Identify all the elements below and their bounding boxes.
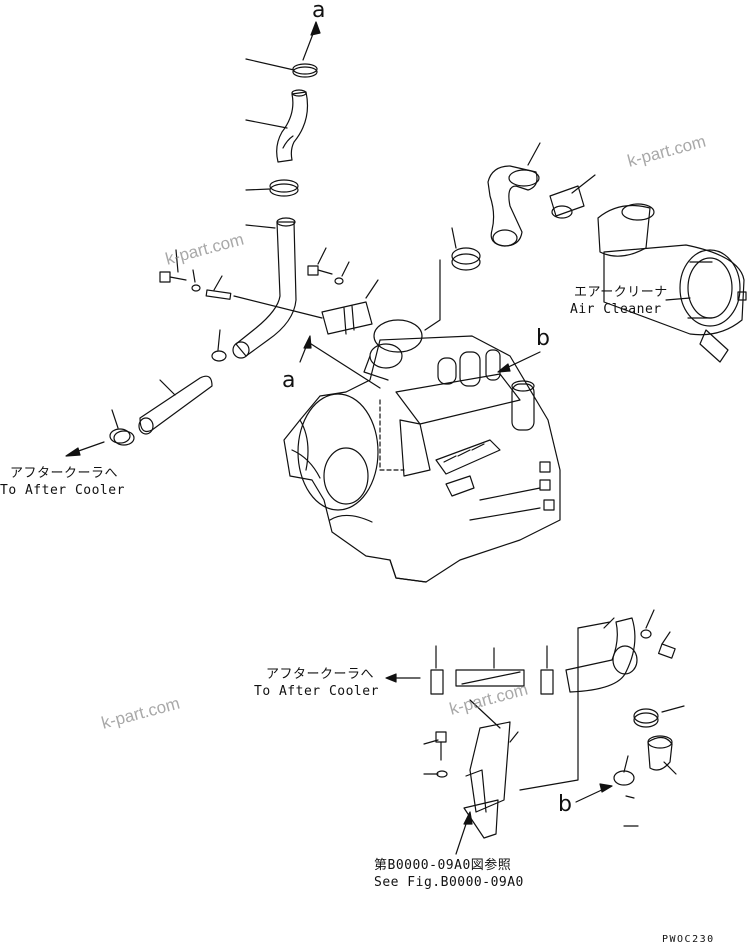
intake-pipe-long — [232, 217, 297, 359]
label-after-cooler-top-jp: アフタークーラへ — [10, 466, 119, 481]
label-after-cooler-top-en: To After Cooler — [0, 483, 125, 498]
hose-clamp-top — [245, 58, 318, 78]
ref-letter-a-engine: a — [282, 368, 296, 393]
label-after-cooler-bottom-jp: アフタークーラへ — [266, 667, 375, 682]
ref-letter-a-top: a — [312, 0, 326, 23]
ref-letter-b-engine: b — [536, 326, 550, 351]
elbow-hose-upper — [487, 142, 541, 247]
bracket-lower — [463, 699, 519, 839]
hose-clamp-lower — [109, 409, 135, 446]
hose-clamp-lower-right — [633, 705, 685, 728]
engine-assembly — [283, 319, 561, 583]
washer-left — [191, 269, 201, 292]
bolt-lower-left — [423, 731, 448, 778]
arrow-b-bottom — [575, 783, 613, 803]
arrow-b-engine — [497, 351, 541, 373]
bolt-left — [159, 249, 187, 283]
clamp-right-lower — [540, 645, 554, 695]
label-see-fig-en: See Fig.B0000-09A0 — [374, 875, 524, 890]
air-cleaner — [597, 203, 747, 363]
label-see-fig-jp: 第B0000-09A0図参照 — [374, 858, 512, 873]
drawing-code: PWOC230 — [662, 934, 715, 945]
arrow-see-fig — [455, 811, 473, 855]
hose-clamp-turbo — [424, 227, 481, 331]
arrow-to-after-cooler-top — [65, 441, 105, 457]
bolt-lower-right — [640, 609, 676, 659]
clamp-left-lower — [430, 645, 444, 695]
arrow-to-after-cooler-bottom — [385, 673, 421, 683]
stud-bolt — [205, 275, 323, 319]
label-air-cleaner-en: Air Cleaner — [570, 302, 662, 317]
bolt-right — [307, 247, 333, 276]
hose-clamp-elbow — [549, 174, 596, 219]
label-after-cooler-bottom-en: To After Cooler — [254, 684, 379, 699]
hose-clamp-b — [613, 755, 635, 799]
ref-letter-b-bottom: b — [558, 792, 572, 817]
label-air-cleaner-jp: エアークリーナ — [574, 285, 668, 300]
arrow-a-top — [302, 21, 321, 61]
hose-clamp-small — [211, 329, 227, 362]
leader-air-cleaner — [665, 297, 691, 301]
rubber-hose-upper — [245, 89, 309, 163]
hose-straight-lower — [455, 647, 525, 687]
rubber-hose-lower — [138, 375, 213, 435]
mounting-bracket — [321, 279, 379, 335]
washer-right — [334, 261, 350, 285]
hose-clamp-middle — [245, 179, 299, 197]
elbow-pipe-lower — [519, 617, 638, 791]
elbow-hose-lower-right — [647, 735, 677, 775]
